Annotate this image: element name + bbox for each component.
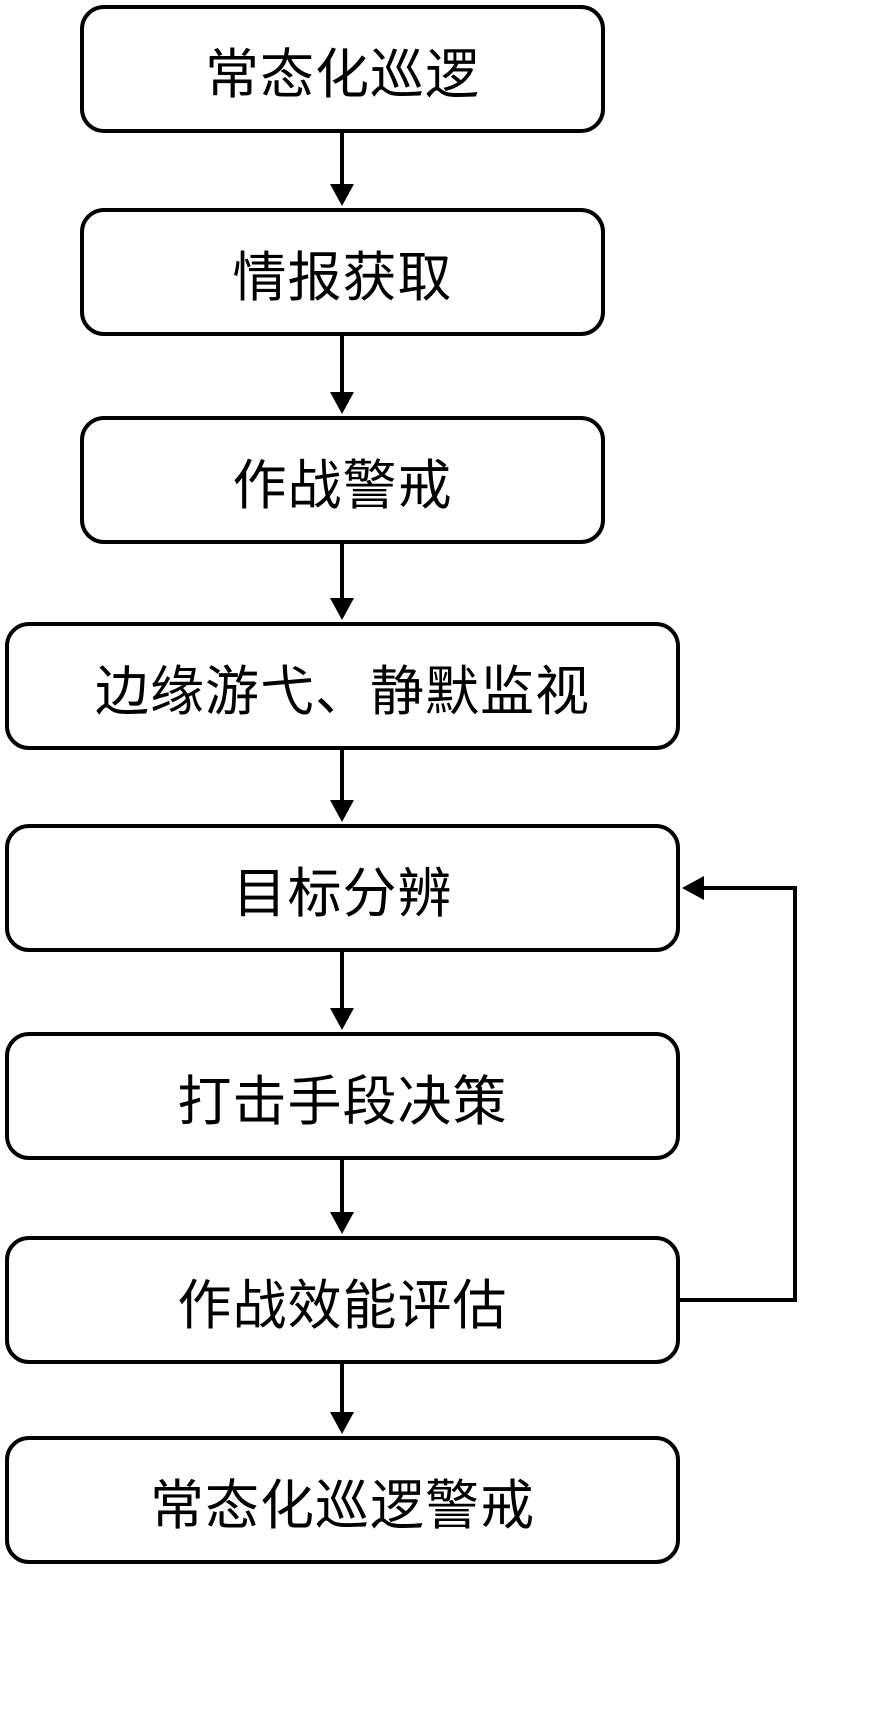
arrow-6-7-head xyxy=(330,1212,354,1234)
step-edge-cruise-silent-monitoring: 边缘游弋、静默监视 xyxy=(5,622,680,750)
step-label: 目标分辨 xyxy=(232,861,453,925)
step-label: 作战警戒 xyxy=(232,453,453,517)
step-effectiveness-evaluation: 作战效能评估 xyxy=(5,1236,680,1364)
arrow-3-4-head xyxy=(330,598,354,620)
arrow-4-5-head xyxy=(330,800,354,822)
arrow-1-2-head xyxy=(330,184,354,206)
arrow-7-8-head xyxy=(330,1412,354,1434)
step-label: 作战效能评估 xyxy=(177,1273,508,1337)
feedback-arrow-head xyxy=(682,876,704,900)
step-target-identification: 目标分辨 xyxy=(5,824,680,952)
step-label: 常态化巡逻 xyxy=(205,42,480,106)
feedback-loop-line xyxy=(680,886,797,1302)
step-label: 打击手段决策 xyxy=(177,1069,508,1133)
step-strike-decision: 打击手段决策 xyxy=(5,1032,680,1160)
step-label: 边缘游弋、静默监视 xyxy=(95,659,590,723)
step-routine-patrol-alert: 常态化巡逻警戒 xyxy=(5,1436,680,1564)
arrow-2-3-head xyxy=(330,392,354,414)
arrow-5-6-head xyxy=(330,1008,354,1030)
step-label: 常态化巡逻警戒 xyxy=(150,1473,535,1537)
step-intelligence-gathering: 情报获取 xyxy=(80,208,605,336)
step-combat-alert: 作战警戒 xyxy=(80,416,605,544)
step-routine-patrol: 常态化巡逻 xyxy=(80,5,605,133)
step-label: 情报获取 xyxy=(232,245,453,309)
